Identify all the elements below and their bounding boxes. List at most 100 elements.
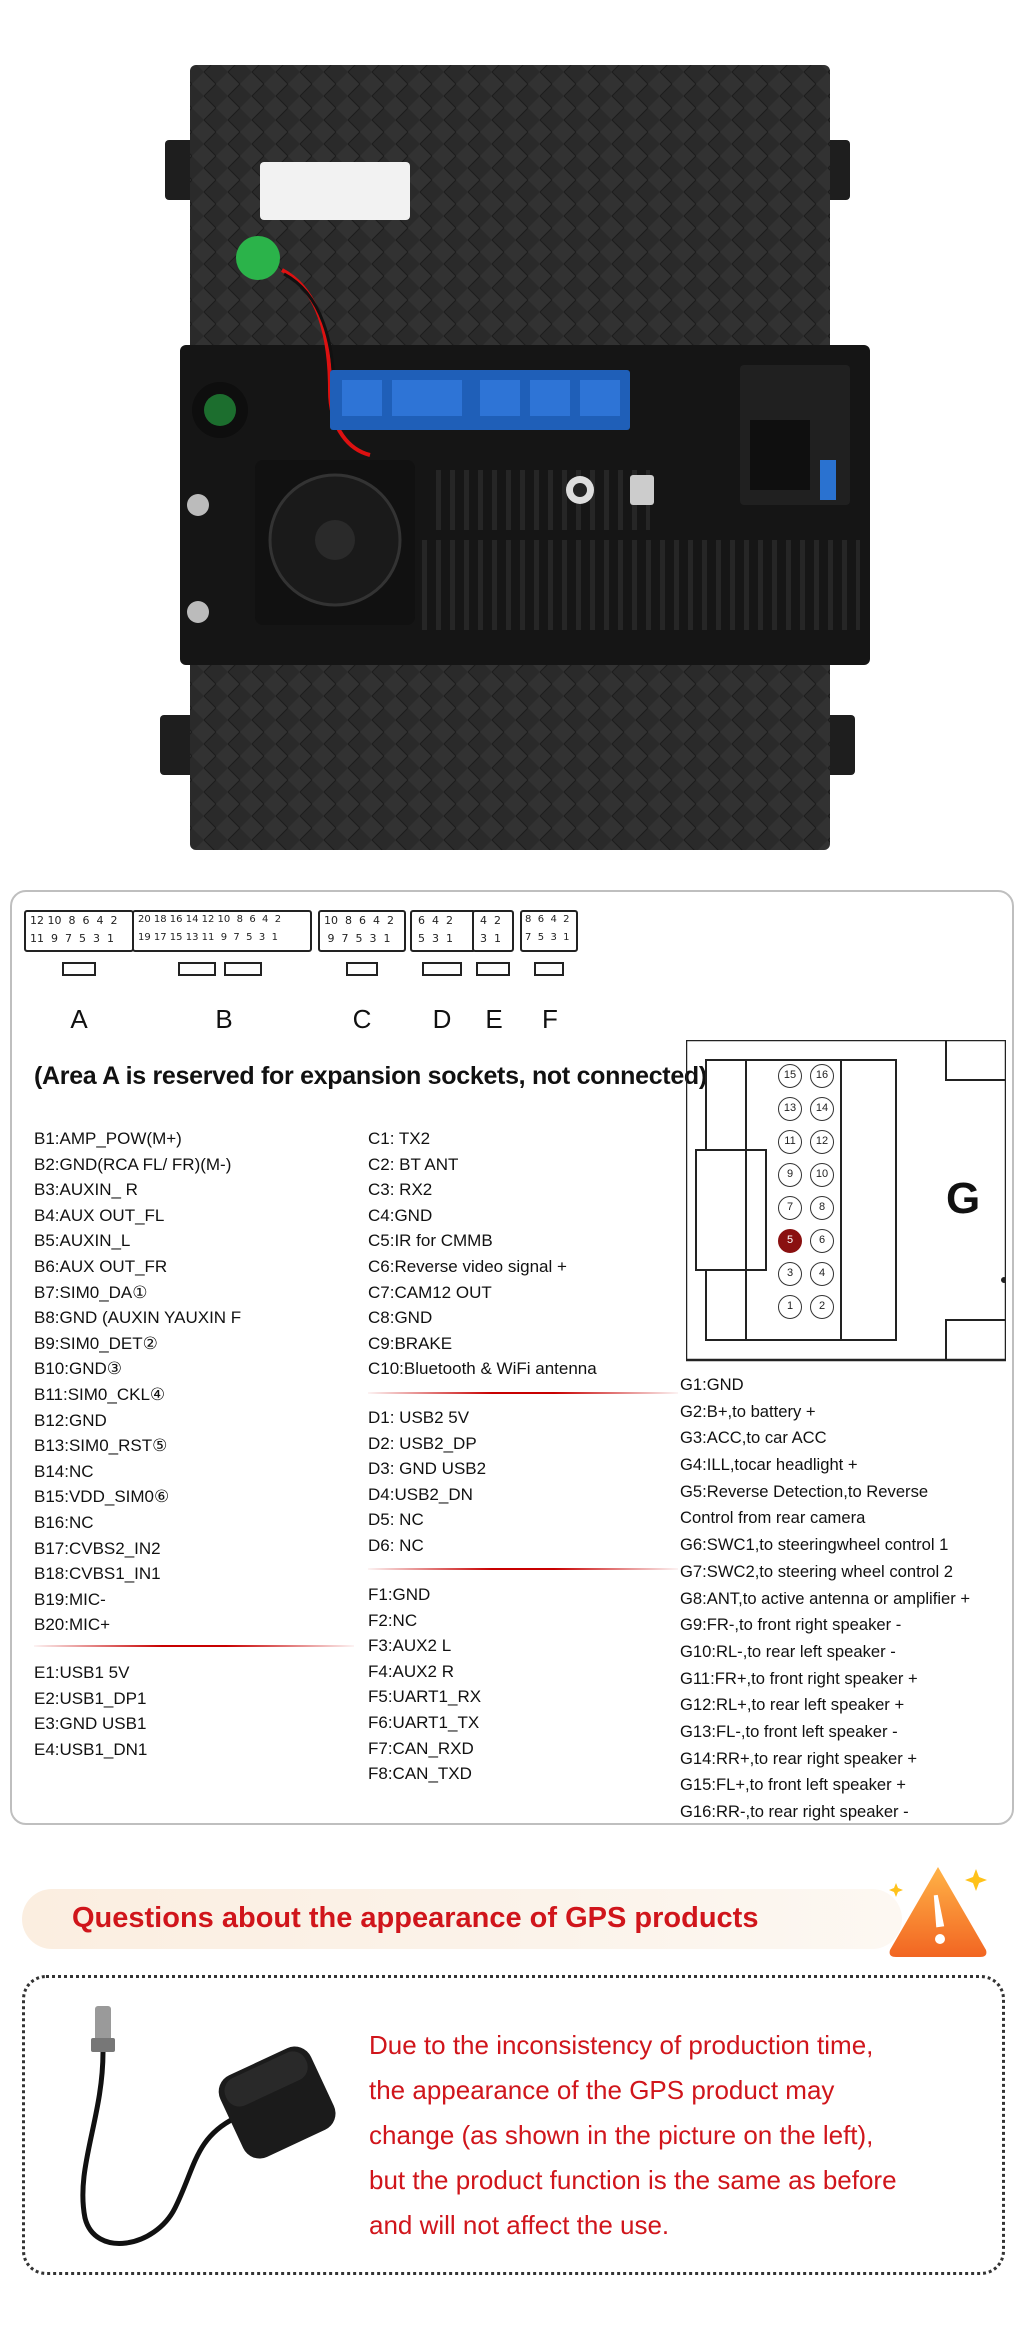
list-item: D2: USB2_DP: [368, 1433, 477, 1453]
connector-d-bottom-pins: 5 3 1: [418, 932, 453, 945]
g-pin-list: G1:GND G2:B+,to battery + G3:ACC,to car …: [680, 1372, 970, 1826]
list-item: B13:SIM0_RST⑤: [34, 1436, 168, 1456]
d-pin-list: D1: USB2 5V D2: USB2_DP D3: GND USB2 D4:…: [368, 1405, 486, 1559]
connector-b-top-pins: 20 18 16 14 12 10 8 6 4 2: [138, 914, 282, 925]
list-item: C5:IR for CMMB: [368, 1231, 493, 1251]
list-item: G9:FR-,to front right speaker -: [680, 1615, 902, 1635]
divider: [34, 1645, 354, 1647]
list-item: E2:USB1_DP1: [34, 1688, 147, 1708]
g-pin: 1: [778, 1295, 802, 1319]
g-pin: 8: [810, 1196, 834, 1220]
connector-c-bottom-pins: 9 7 5 3 1: [324, 932, 391, 945]
list-item: B3:AUXIN_ R: [34, 1180, 138, 1200]
g-pin: 16: [810, 1064, 834, 1088]
g-pin: 9: [778, 1163, 802, 1187]
connector-d: 6 4 2 5 3 1: [410, 910, 476, 976]
connector-g-drawing: [686, 1040, 1006, 1362]
list-item: B20:MIC+: [34, 1615, 111, 1635]
g-pin: 15: [778, 1064, 802, 1088]
gps-info-box: Due to the inconsistency of production t…: [22, 1975, 1005, 2275]
list-item: B10:GND③: [34, 1359, 122, 1379]
list-item: G14:RR+,to rear right speaker +: [680, 1748, 918, 1768]
list-item: C8:GND: [368, 1308, 433, 1328]
list-item: G3:ACC,to car ACC: [680, 1428, 827, 1448]
g-pin: 10: [810, 1163, 834, 1187]
list-item: B11:SIM0_CKL④: [34, 1384, 166, 1404]
connector-d-label: D: [432, 1004, 452, 1034]
g-pin: 13: [778, 1097, 802, 1121]
list-item: G15:FL+,to front left speaker +: [680, 1775, 906, 1795]
list-item: B16:NC: [34, 1512, 94, 1532]
list-item: C7:CAM12 OUT: [368, 1282, 492, 1302]
g-pin: 4: [810, 1262, 834, 1286]
list-item: E1:USB1 5V: [34, 1663, 130, 1682]
list-item: B8:GND (AUXIN YAUXIN F: [34, 1308, 242, 1328]
warning-icon: [889, 1867, 987, 1957]
gps-notice-line: Due to the inconsistency of production t…: [369, 2030, 874, 2060]
wiring-diagram-panel: 12 10 8 6 4 2 11 9 7 5 3 1 A 20 18 16 14…: [10, 890, 1014, 1825]
head-unit-rear-photo: [160, 65, 870, 850]
list-item: B9:SIM0_DET②: [34, 1333, 158, 1353]
connector-e-bottom-pins: 3 1: [480, 932, 501, 945]
connector-c-label: C: [352, 1004, 372, 1034]
connector-f-top-pins: 8 6 4 2: [525, 914, 570, 925]
b-pin-list: B1:AMP_POW(M+) B2:GND(RCA FL/ FR)(M-) B3…: [34, 1126, 241, 1638]
connector-c: 10 8 6 4 2 9 7 5 3 1: [318, 910, 406, 976]
connector-b-bottom-pins: 19 17 15 13 11 9 7 5 3 1: [138, 932, 278, 943]
gps-notice-line: and will not affect the use.: [369, 2210, 670, 2240]
list-item: F2:NC: [368, 1610, 418, 1630]
g-pin: 11: [778, 1130, 802, 1154]
divider: [368, 1392, 678, 1394]
list-item: C2: BT ANT: [368, 1154, 459, 1174]
g-pin: 3: [778, 1262, 802, 1286]
connector-e: 4 2 3 1: [472, 910, 514, 976]
list-item: G6:SWC1,to steeringwheel control 1: [680, 1535, 949, 1555]
list-item: F6:UART1_TX: [368, 1712, 480, 1732]
list-item: C1: TX2: [368, 1129, 431, 1148]
gps-notice-line: but the product function is the same as …: [369, 2165, 897, 2195]
list-item: B1:AMP_POW(M+): [34, 1129, 182, 1148]
list-item: D6: NC: [368, 1535, 424, 1555]
list-item: D1: USB2 5V: [368, 1408, 470, 1427]
list-item: B19:MIC-: [34, 1589, 106, 1609]
list-item: B5:AUXIN_L: [34, 1231, 131, 1251]
g-pin: 14: [810, 1097, 834, 1121]
list-item: B15:VDD_SIM0⑥: [34, 1487, 170, 1507]
list-item: F5:UART1_RX: [368, 1687, 482, 1707]
connector-a: 12 10 8 6 4 2 11 9 7 5 3 1: [24, 910, 134, 976]
g-pin-highlighted: 5: [778, 1229, 802, 1253]
gps-notice-line: the appearance of the GPS product may: [369, 2075, 835, 2105]
list-item: G16:RR-,to rear right speaker -: [680, 1802, 909, 1821]
list-item: G10:RL-,to rear left speaker -: [680, 1641, 896, 1661]
list-item: B14:NC: [34, 1461, 94, 1481]
list-item: F1:GND: [368, 1585, 431, 1604]
list-item: F3:AUX2 L: [368, 1636, 452, 1656]
list-item: B12:GND: [34, 1410, 107, 1430]
list-item: E4:USB1_DN1: [34, 1739, 148, 1759]
list-item: F4:AUX2 R: [368, 1661, 454, 1681]
connector-b: 20 18 16 14 12 10 8 6 4 2 19 17 15 13 11…: [132, 910, 312, 976]
connector-f: 8 6 4 2 7 5 3 1: [520, 910, 578, 976]
c-pin-list: C1: TX2 C2: BT ANT C3: RX2 C4:GND C5:IR …: [368, 1126, 597, 1382]
gps-banner-title: Questions about the appearance of GPS pr…: [72, 1902, 759, 1934]
list-item: C6:Reverse video signal +: [368, 1256, 567, 1276]
list-item: B6:AUX OUT_FR: [34, 1256, 168, 1276]
list-item: G11:FR+,to front right speaker +: [680, 1668, 918, 1688]
list-item: D4:USB2_DN: [368, 1484, 473, 1504]
list-item: E3:GND USB1: [34, 1714, 147, 1734]
list-item: C4:GND: [368, 1205, 433, 1225]
connector-f-bottom-pins: 7 5 3 1: [525, 932, 570, 943]
list-item: B17:CVBS2_IN2: [34, 1538, 161, 1558]
e-pin-list: E1:USB1 5V E2:USB1_DP1 E3:GND USB1 E4:US…: [34, 1660, 147, 1762]
list-item: F8:CAN_TXD: [368, 1764, 472, 1784]
connector-e-label: E: [485, 1004, 503, 1034]
list-item: C9:BRAKE: [368, 1333, 453, 1353]
list-item: B2:GND(RCA FL/ FR)(M-): [34, 1154, 232, 1174]
g-pin: 12: [810, 1130, 834, 1154]
connector-g-label: G: [946, 1174, 981, 1223]
list-item: G13:FL-,to front left speaker -: [680, 1721, 898, 1741]
list-item: B7:SIM0_DA①: [34, 1282, 148, 1302]
list-item: D3: GND USB2: [368, 1459, 487, 1479]
list-item: G8:ANT,to active antenna or amplifier +: [680, 1588, 971, 1608]
list-item: Control from rear camera: [680, 1508, 866, 1528]
